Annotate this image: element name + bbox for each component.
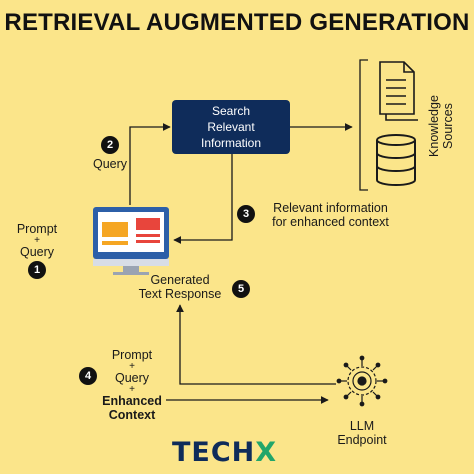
knowledge-sources-label: Knowledge Sources <box>427 86 455 166</box>
step-4-line: Context <box>108 408 156 422</box>
query-label: Query <box>92 157 128 171</box>
step-4-line: + <box>129 384 135 395</box>
step-1-line: Prompt <box>16 222 58 236</box>
computer-icon <box>93 207 169 275</box>
step-4-line: Query <box>114 371 150 385</box>
llm-label-line: Endpoint <box>337 433 387 447</box>
search-box-line: Search <box>211 104 251 118</box>
search-relevant-information-box: Search Relevant Information <box>172 100 290 154</box>
step-3-line: for enhanced context <box>272 215 389 229</box>
step-2-badge: 2 <box>101 136 119 154</box>
llm-endpoint-label: LLM Endpoint <box>330 419 394 447</box>
step-1-line: Query <box>19 245 55 259</box>
step-5-label: Generated Text Response <box>128 273 232 301</box>
knowledge-label-line: Sources <box>441 103 455 149</box>
step-5-line: Text Response <box>138 287 222 301</box>
llm-label-line: LLM <box>349 419 375 433</box>
step-4-line: Enhanced <box>102 394 162 408</box>
step-3-label: Relevant information for enhanced contex… <box>258 201 403 229</box>
step-4-line: Prompt <box>111 348 153 362</box>
step-2-label: Query <box>80 157 140 171</box>
relevant-info-arrow <box>173 154 233 244</box>
database-icon <box>376 134 416 186</box>
step-1-line: + <box>34 235 40 246</box>
step-3-line: Relevant information <box>273 201 388 215</box>
knowledge-bracket <box>359 59 368 191</box>
page-title: RETRIEVAL AUGMENTED GENERATION <box>4 9 470 36</box>
techx-logo: TECHX <box>172 437 277 468</box>
step-4-label: Prompt + Query + Enhanced Context <box>99 348 165 422</box>
step-1-label: Prompt + Query <box>12 222 62 259</box>
step-1-badge: 1 <box>28 261 46 279</box>
logo-x: X <box>255 437 278 468</box>
step-5-badge: 5 <box>232 280 250 298</box>
llm-chip-icon <box>336 355 388 407</box>
step-3-badge: 3 <box>237 205 255 223</box>
search-box-line: Relevant <box>207 120 255 134</box>
llm-response-arrow <box>176 304 336 385</box>
documents-icon <box>379 61 418 121</box>
knowledge-label-line: Knowledge <box>427 95 441 157</box>
logo-text: TECH <box>172 437 256 468</box>
search-box-line: Information <box>200 136 262 150</box>
query-arrow <box>129 123 171 205</box>
step-4-badge: 4 <box>79 367 97 385</box>
step-4-line: + <box>129 361 135 372</box>
step-5-line: Generated <box>150 273 210 287</box>
